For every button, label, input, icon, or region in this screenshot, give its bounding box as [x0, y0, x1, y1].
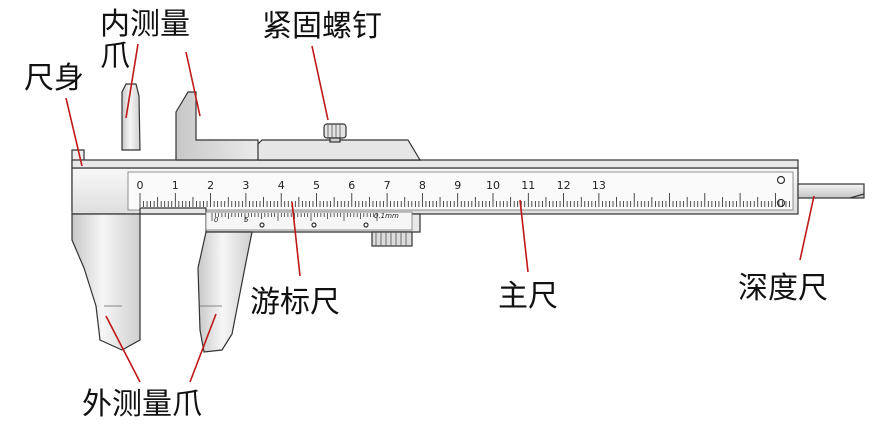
leader-depth-rod	[799, 195, 815, 261]
leader-inner-jaw-left	[125, 43, 139, 119]
lock-screw	[323, 123, 347, 143]
main-scale-number: 8	[419, 179, 426, 192]
leader-outer-jaw-left	[105, 315, 141, 383]
main-scale-number: 1	[172, 179, 179, 192]
leader-body	[65, 97, 83, 167]
vernier-mark-zero: 0	[214, 216, 219, 224]
leader-main-scale	[519, 199, 529, 273]
main-scale-ticks	[139, 193, 790, 207]
main-scale-number: 11	[521, 179, 535, 192]
caliper-body	[71, 83, 799, 351]
main-scale-number: 13	[592, 179, 606, 192]
label-depth-rod: 深度尺	[738, 271, 828, 306]
main-scale-number: 7	[384, 179, 391, 192]
main-scale-number: 3	[242, 179, 249, 192]
leader-inner-jaw-right	[185, 51, 201, 117]
leader-vernier	[291, 201, 301, 277]
label-outer-jaw: 外测量爪	[82, 387, 202, 422]
moving-outer-jaw	[197, 231, 253, 353]
label-body: 尺身	[24, 61, 84, 96]
label-inner-jaw-line2: 爪	[100, 39, 130, 74]
vernier-precision: 0.1mm	[374, 212, 399, 220]
label-main-scale: 主尺	[498, 279, 558, 314]
main-scale-number: 12	[557, 179, 571, 192]
main-scale-number: 5	[313, 179, 320, 192]
fixed-inner-jaw	[121, 83, 141, 151]
label-vernier: 游标尺	[250, 285, 340, 320]
depth-rod	[797, 183, 865, 199]
vernier-mark-five: 5	[244, 216, 249, 224]
main-scale-number: 9	[454, 179, 461, 192]
fixed-outer-jaw	[71, 213, 141, 351]
main-scale-number: 4	[278, 179, 285, 192]
label-lock-screw: 紧固螺钉	[262, 9, 382, 44]
slider-housing	[257, 139, 422, 161]
vernier-scale-ticks	[211, 213, 378, 221]
leader-lock-screw	[311, 45, 329, 121]
leader-outer-jaw-right	[189, 313, 217, 383]
main-scale-number: 10	[486, 179, 500, 192]
end-screw-top	[776, 175, 786, 185]
main-scale-number: 6	[348, 179, 355, 192]
main-scale-number: 0	[137, 179, 144, 192]
main-scale-number: 2	[207, 179, 214, 192]
label-inner-jaw-line1: 内测量	[100, 7, 190, 42]
leader-lines	[65, 43, 815, 383]
thumb-wheel	[371, 231, 413, 247]
